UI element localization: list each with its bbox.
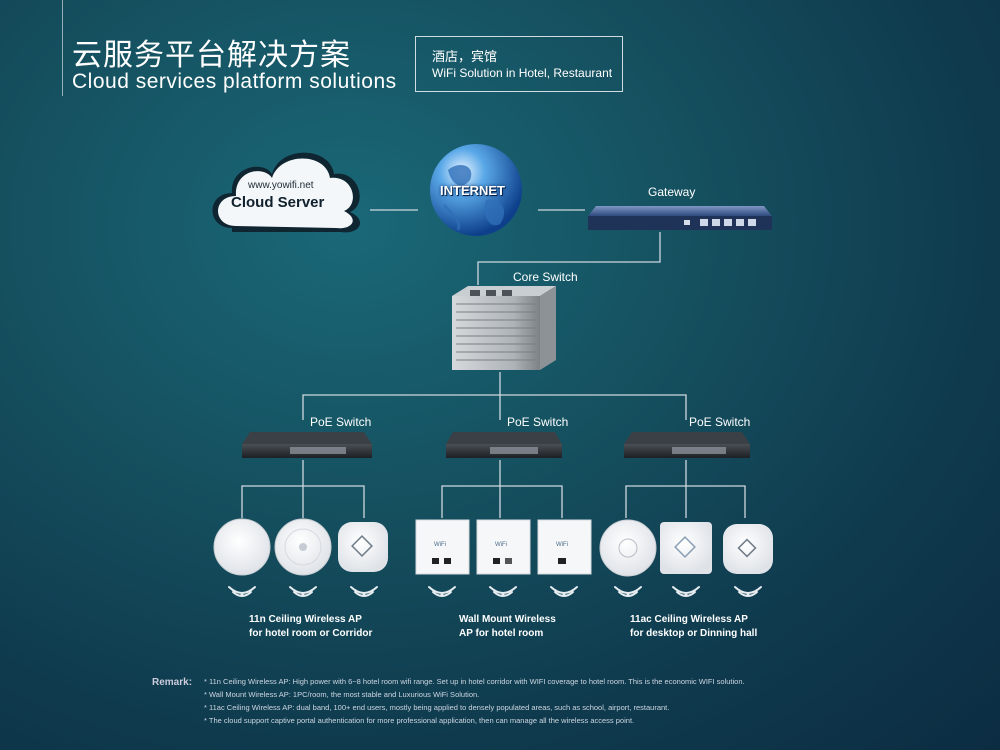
poe-switch-1-icon — [242, 432, 372, 458]
ap-group-3-line1: 11ac Ceiling Wireless AP — [630, 614, 748, 625]
page-title-cn: 云服务平台解决方案 — [72, 38, 351, 73]
ap-11n-ceiling-2-icon — [274, 518, 332, 576]
cloud-server-icon — [212, 152, 361, 233]
remark-line-1: * 11n Ceiling Wireless AP: High power wi… — [204, 677, 745, 686]
remark-label: Remark: — [152, 677, 193, 688]
internet-label: INTERNET — [440, 183, 505, 198]
poe-switch-2-label: PoE Switch — [507, 415, 569, 429]
ap-11n-ceiling-1-icon — [213, 518, 271, 576]
gateway-device-icon — [588, 206, 772, 230]
gateway-label: Gateway — [648, 185, 696, 199]
core-switch-icon — [452, 286, 556, 370]
ap-group-1-caption: 11n Ceiling Wireless AP for hotel room o… — [249, 613, 372, 641]
scene-box — [415, 36, 623, 92]
ap-11n-ceiling-3-icon — [338, 522, 388, 572]
remark-line-3: * 11ac Ceiling Wireless AP: dual band, 1… — [204, 703, 670, 712]
ap-group-1-line1: 11n Ceiling Wireless AP — [249, 614, 362, 625]
core-switch-label: Core Switch — [513, 270, 578, 284]
ap-11ac-ceiling-3-icon — [723, 524, 773, 574]
remark-line-4: * The cloud support captive portal authe… — [204, 716, 635, 725]
poe-switch-3-icon — [624, 432, 750, 458]
ap-11ac-ceiling-2-icon — [660, 522, 712, 574]
ap-group-1-line2: for hotel room or Corridor — [249, 628, 373, 639]
cloud-url: www.yowifi.net — [248, 180, 314, 191]
wall-ap-brand-2: WiFi — [495, 542, 507, 548]
internet-globe-icon — [430, 144, 522, 236]
connection-lines — [241, 209, 746, 518]
poe-switch-1-label: PoE Switch — [310, 415, 372, 429]
ap-group-3-caption: 11ac Ceiling Wireless AP for desktop or … — [630, 613, 757, 641]
ap-group-2-line2: AP for hotel room — [459, 628, 544, 639]
ap-group-2-line1: Wall Mount Wireless — [459, 614, 556, 625]
page-title-en: Cloud services platform solutions — [72, 70, 397, 93]
ap-group-3-line2: for desktop or Dinning hall — [630, 628, 758, 639]
cloud-server-label: Cloud Server — [231, 194, 325, 211]
ap-wall-mount-3-icon — [537, 519, 592, 575]
header-divider — [62, 0, 63, 96]
ap-wall-mount-2-icon — [476, 519, 531, 575]
poe-switch-3-label: PoE Switch — [689, 415, 751, 429]
ap-wall-mount-1-icon — [415, 519, 470, 575]
scene-label-cn: 酒店，宾馆 — [432, 50, 498, 65]
poe-switch-2-icon — [446, 432, 562, 458]
wifi-signal-icons — [228, 586, 762, 597]
wall-ap-brand-1: WiFi — [434, 542, 446, 548]
ap-11ac-ceiling-1-icon — [599, 519, 657, 577]
ap-group-2-caption: Wall Mount Wireless AP for hotel room — [459, 613, 556, 641]
remark-line-2: * Wall Mount Wireless AP: 1PC/room, the … — [204, 690, 480, 699]
scene-label-en: WiFi Solution in Hotel, Restaurant — [432, 66, 613, 80]
wall-ap-brand-3: WiFi — [556, 542, 568, 548]
